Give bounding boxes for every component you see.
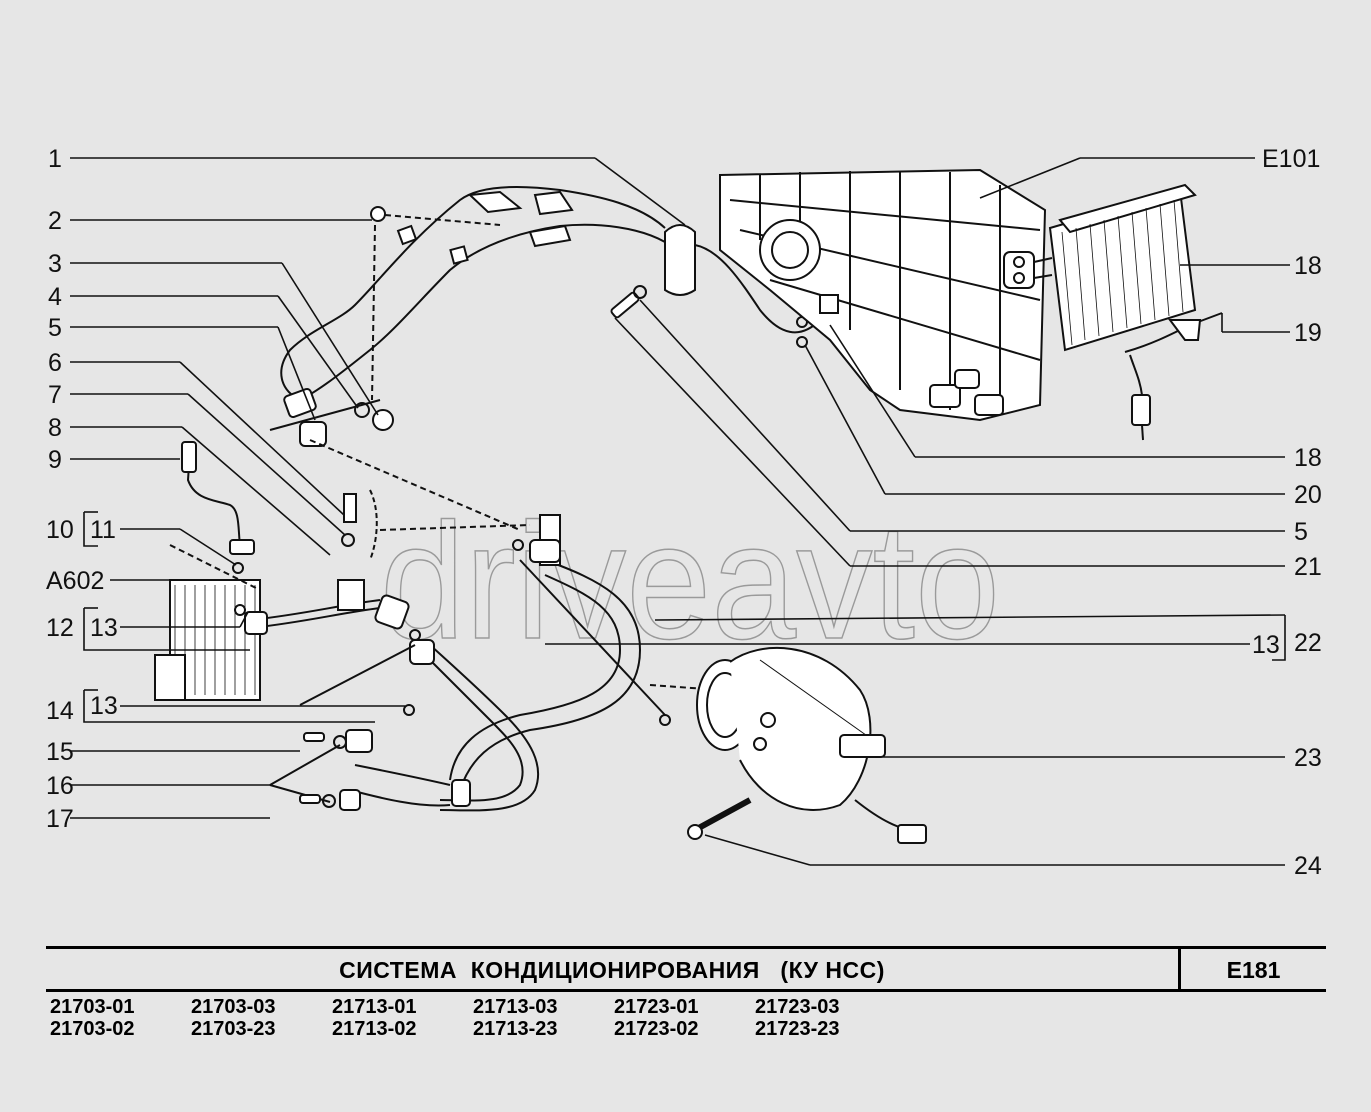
label-15: 15 (46, 738, 74, 766)
label-18-bottom: 18 (1294, 444, 1322, 472)
diagram-title: СИСТЕМА КОНДИЦИОНИРОВАНИЯ (КУ НСС) (339, 957, 885, 983)
model-code: 21713-03 (473, 996, 558, 1018)
label-a602: A602 (46, 567, 104, 595)
label-20: 20 (1294, 481, 1322, 509)
upper-hose-1 (280, 186, 666, 401)
label-10: 10 (46, 516, 74, 544)
label-8: 8 (48, 414, 62, 442)
label-13-left-b: 13 (90, 692, 118, 720)
seal-ring-4 (354, 402, 370, 418)
label-9: 9 (48, 446, 62, 474)
upper-hose-2 (299, 223, 666, 401)
model-code: 21713-02 (332, 1018, 417, 1040)
label-1: 1 (48, 145, 62, 173)
label-2: 2 (48, 207, 62, 235)
label-3: 3 (48, 250, 62, 278)
label-23: 23 (1294, 744, 1322, 772)
sensor-line (186, 449, 241, 546)
label-22: 22 (1294, 629, 1322, 657)
label-24: 24 (1294, 852, 1322, 880)
model-list: 21703-01 21703-02 21703-03 21703-23 2171… (50, 996, 950, 1046)
parts-diagram: driveavto (46, 145, 1322, 880)
watermark: driveavto (380, 489, 1000, 673)
model-code: 21703-23 (191, 1018, 276, 1040)
label-5-right: 5 (1294, 518, 1308, 546)
label-13-right: 13 (1252, 631, 1280, 659)
main-hose-22 (459, 559, 642, 791)
evaporator-core (1003, 183, 1197, 352)
model-code: 21703-02 (50, 1018, 135, 1040)
receiver-dryer (664, 224, 696, 296)
condenser (154, 544, 261, 701)
label-4: 4 (48, 283, 62, 311)
label-21: 21 (1294, 553, 1322, 581)
model-code: 21723-01 (614, 996, 699, 1018)
label-e101: E101 (1262, 145, 1320, 173)
model-code: 21723-23 (755, 1018, 840, 1040)
label-13-left-a: 13 (90, 614, 118, 642)
discharge-hose (419, 649, 524, 802)
label-18-top: 18 (1294, 252, 1322, 280)
title-divider (1178, 949, 1181, 989)
evap-temp-sensor (1124, 312, 1223, 441)
evap-hose (694, 244, 821, 334)
model-code: 21703-03 (191, 996, 276, 1018)
label-11: 11 (90, 516, 116, 544)
model-code: 21703-01 (50, 996, 135, 1018)
label-17: 17 (46, 805, 74, 833)
label-14: 14 (46, 697, 74, 725)
model-code: 21723-03 (755, 996, 840, 1018)
label-12: 12 (46, 614, 74, 642)
compressor-bolt (693, 797, 752, 833)
model-code: 21713-01 (332, 996, 417, 1018)
label-6: 6 (48, 349, 62, 377)
hvac-housing (719, 168, 1047, 422)
model-code: 21713-23 (473, 1018, 558, 1040)
title-block: СИСТЕМА КОНДИЦИОНИРОВАНИЯ (КУ НСС) E181 (46, 946, 1326, 992)
compressor (696, 646, 927, 844)
label-7: 7 (48, 381, 62, 409)
model-code: 21723-02 (614, 1018, 699, 1040)
label-19: 19 (1294, 319, 1322, 347)
diagram-code: E181 (1226, 957, 1281, 983)
label-16: 16 (46, 772, 74, 800)
label-5: 5 (48, 314, 62, 342)
